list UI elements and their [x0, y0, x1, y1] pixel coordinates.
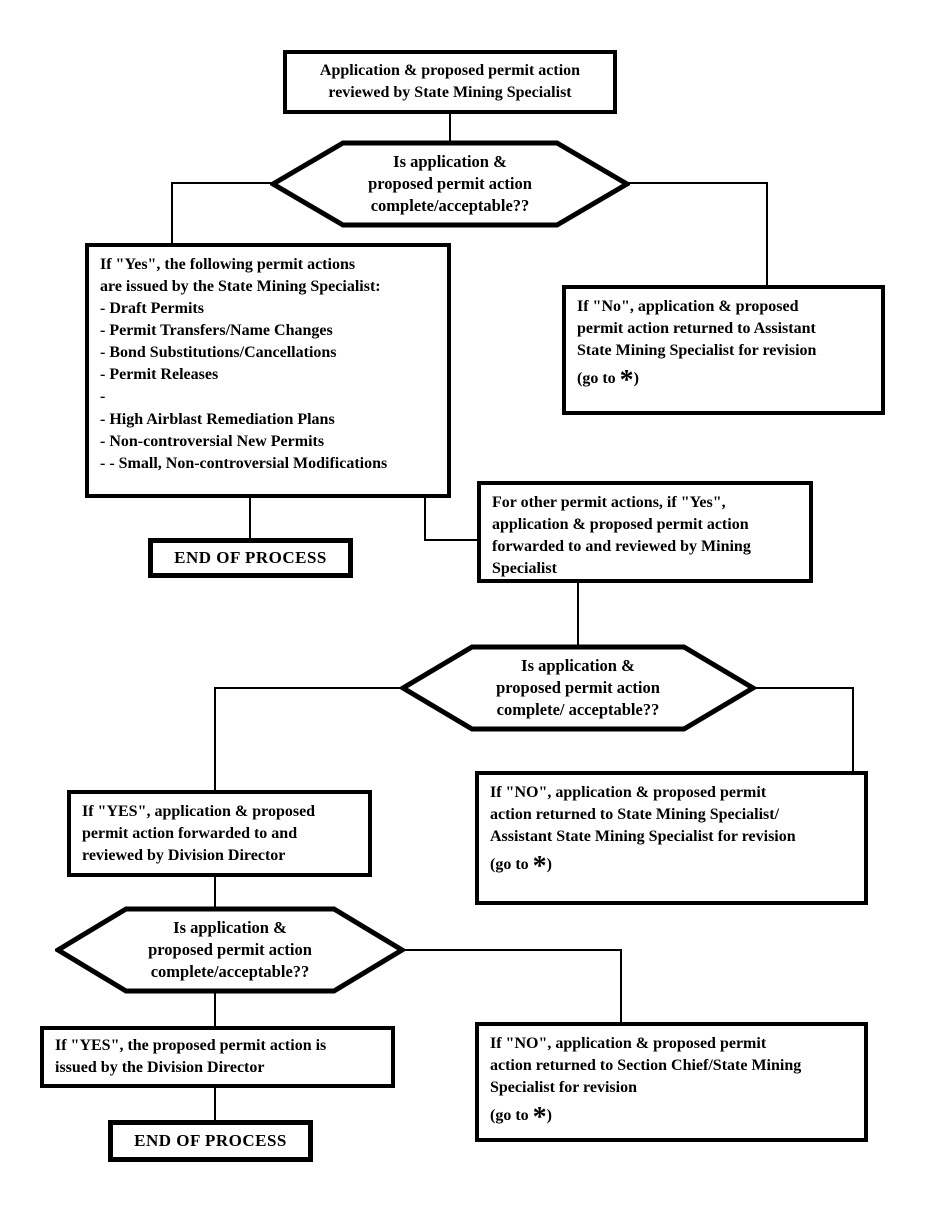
other-actions-label: For other permit actions, if "Yes", appl…	[492, 494, 751, 578]
hexagon-shape	[270, 140, 630, 228]
connector-other-to-decision2	[577, 582, 579, 645]
hexagon-shape	[400, 644, 756, 732]
connector-decision3-to-yes3	[214, 993, 216, 1027]
no-3-goto-note: (go to *)	[490, 1104, 853, 1132]
decision-2-hexagon: Is application & proposed permit action …	[400, 644, 756, 732]
goto-prefix: (go to	[577, 370, 620, 388]
connector-decision1-right-v	[766, 182, 768, 286]
yes-3-box: If "YES", the proposed permit action is …	[40, 1026, 395, 1088]
decision-3-label: Is application & proposed permit action …	[148, 918, 312, 981]
decision-3-hexagon: Is application & proposed permit action …	[55, 906, 405, 994]
goto-suffix: )	[633, 370, 639, 388]
connector-decision2-right-v	[852, 687, 854, 772]
connector-yes3-to-end2	[214, 1087, 216, 1121]
connector-decision1-left-h	[171, 182, 273, 184]
yes-3-label: If "YES", the proposed permit action is …	[55, 1037, 327, 1077]
yes-1-actions-box: If "Yes", the following permit actions a…	[85, 243, 451, 498]
connector-start-to-decision1	[449, 114, 451, 142]
connector-yes1-to-other-h	[424, 539, 478, 541]
no-2-box: If "NO", application & proposed permit a…	[475, 771, 868, 905]
end-of-process-2-label: END OF PROCESS	[134, 1131, 287, 1150]
connector-decision1-right-h	[628, 182, 768, 184]
connector-decision3-right-h	[404, 949, 622, 951]
other-actions-box: For other permit actions, if "Yes", appl…	[477, 481, 813, 583]
connector-decision3-right-v	[620, 949, 622, 1023]
decision-2-label: Is application & proposed permit action …	[496, 656, 660, 719]
asterisk-icon: *	[532, 1102, 547, 1134]
goto-suffix: )	[546, 856, 552, 874]
no-3-box: If "NO", application & proposed permit a…	[475, 1022, 868, 1142]
decision-1-hexagon: Is application & proposed permit action …	[270, 140, 630, 228]
no-1-box: If "No", application & proposed permit a…	[562, 285, 885, 415]
connector-yes1-to-other-v	[424, 497, 426, 541]
no-1-goto-note: (go to *)	[577, 367, 870, 395]
goto-prefix: (go to	[490, 856, 533, 874]
no-2-goto-note: (go to *)	[490, 853, 853, 881]
start-box: Application & proposed permit action rev…	[283, 50, 617, 114]
end-of-process-1-box: END OF PROCESS	[148, 538, 353, 578]
connector-yes1-to-end1	[249, 497, 251, 539]
hexagon-shape	[55, 906, 405, 994]
no-2-label: If "NO", application & proposed permit a…	[490, 784, 796, 846]
connector-decision2-left-v	[214, 687, 216, 791]
connector-decision1-left-v	[171, 182, 173, 244]
goto-suffix: )	[546, 1107, 552, 1125]
asterisk-icon: *	[619, 365, 634, 397]
yes-2-box: If "YES", application & proposed permit …	[67, 790, 372, 877]
yes-2-label: If "YES", application & proposed permit …	[82, 803, 316, 865]
goto-prefix: (go to	[490, 1107, 533, 1125]
asterisk-icon: *	[532, 851, 547, 883]
decision-1-label: Is application & proposed permit action …	[368, 152, 532, 215]
connector-yes2-to-decision3	[214, 876, 216, 907]
connector-decision2-right-h	[752, 687, 854, 689]
end-of-process-2-box: END OF PROCESS	[108, 1120, 313, 1162]
yes-1-actions-label: If "Yes", the following permit actions a…	[100, 256, 388, 472]
no-3-label: If "NO", application & proposed permit a…	[490, 1035, 802, 1097]
end-of-process-1-label: END OF PROCESS	[174, 548, 327, 567]
start-box-label: Application & proposed permit action rev…	[319, 61, 581, 101]
connector-decision2-left-h	[214, 687, 403, 689]
no-1-label: If "No", application & proposed permit a…	[577, 298, 817, 360]
